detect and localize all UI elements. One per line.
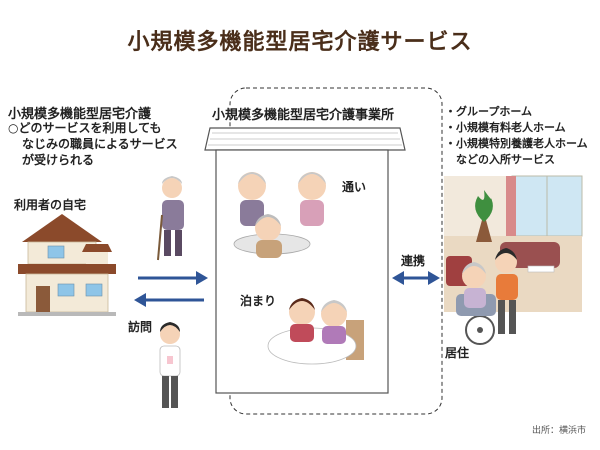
- day-service-label: 通い: [342, 180, 367, 194]
- facility-item: などの入所サービス: [445, 153, 555, 166]
- cooperation-label: 連携: [401, 254, 426, 268]
- day-service-illustration: [233, 172, 326, 258]
- caregiver-illustration: [159, 322, 181, 408]
- visit-label: 訪問: [128, 320, 153, 334]
- house-illustration: [18, 214, 116, 316]
- source-note: 出所：横浜市: [531, 426, 586, 436]
- office-label: 小規模多機能型居宅介護事業所: [212, 108, 395, 123]
- facility-list: ・グループホーム ・小規模有料老人ホーム ・小規模特別養護老人ホーム などの入所…: [445, 104, 588, 168]
- description-line: ○どのサービスを利用しても: [8, 121, 162, 135]
- arrow-to-office: [138, 271, 208, 285]
- description-line: なじみの職員によるサービス: [22, 137, 178, 151]
- home-label: 利用者の自宅: [14, 198, 87, 212]
- overnight-illustration: [267, 298, 364, 365]
- description-heading: 小規模多機能型居宅介護: [8, 107, 152, 122]
- facility-item: ・小規模特別養護老人ホーム: [445, 137, 588, 150]
- facility-item: ・小規模有料老人ホーム: [445, 121, 566, 134]
- cooperation-arrow: [392, 271, 440, 285]
- facility-item: ・グループホーム: [445, 105, 533, 118]
- elderly-person-illustration: [157, 176, 184, 261]
- overnight-label: 泊まり: [240, 294, 277, 308]
- description-line: が受けられる: [22, 153, 95, 167]
- facility-illustration: [444, 175, 583, 345]
- page-title: 小規模多機能型居宅介護サービス: [127, 30, 473, 55]
- description-body: ○どのサービスを利用しても なじみの職員によるサービス が受けられる: [8, 120, 178, 168]
- arrow-to-home: [134, 293, 204, 307]
- residence-label: 居住: [445, 346, 470, 360]
